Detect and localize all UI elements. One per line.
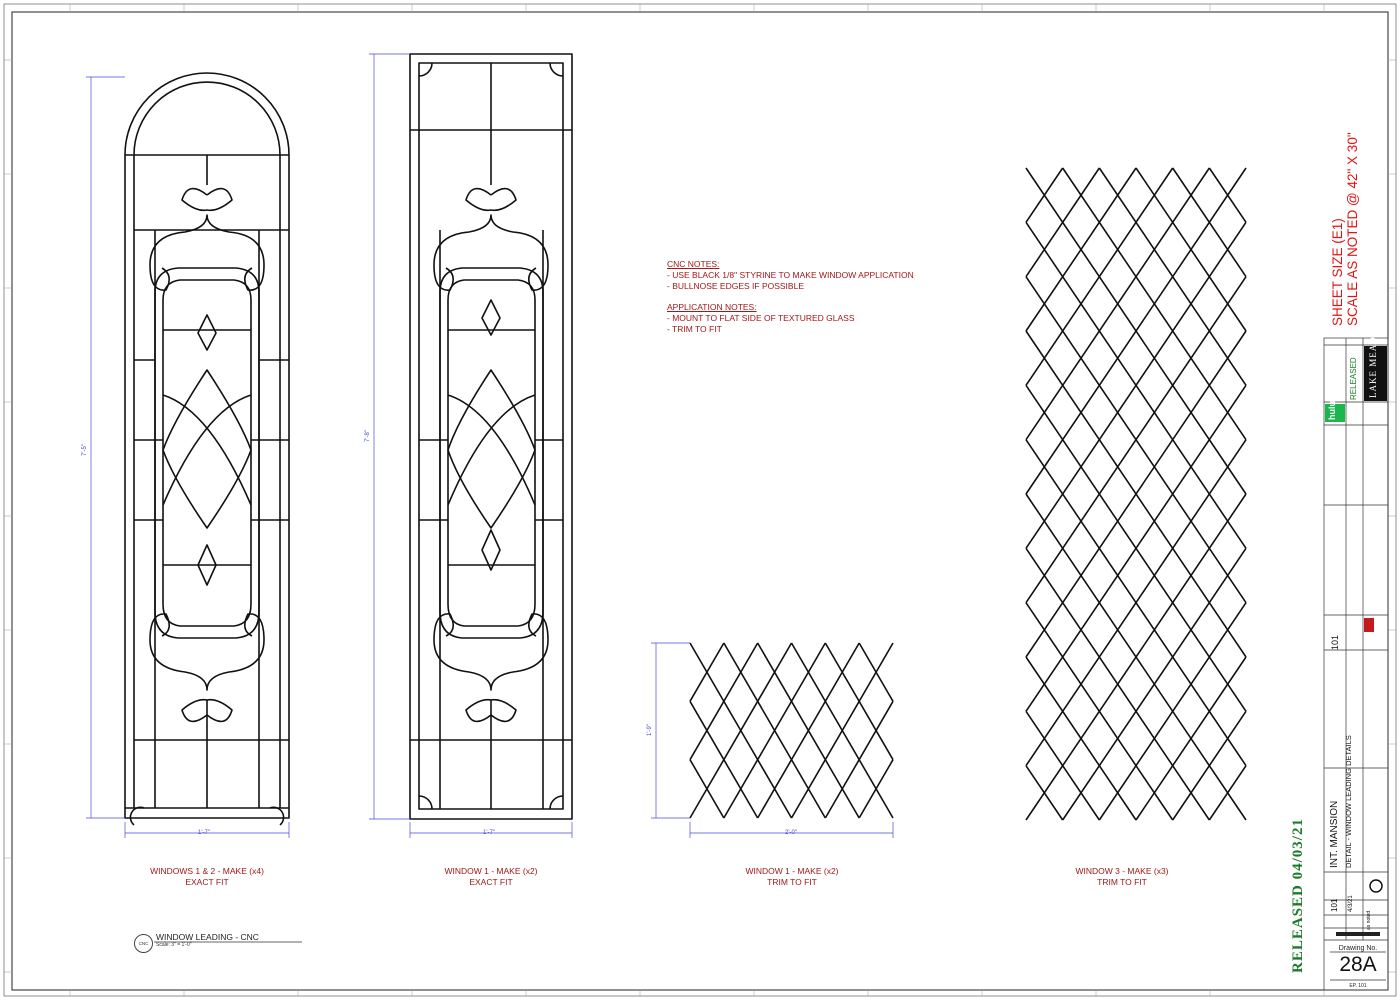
- date: 4/3/21: [1348, 895, 1354, 912]
- detail-caption: WINDOW 1 - MAKE (x2) TRIM TO FIT: [712, 866, 872, 888]
- drawing-number: 28A: [1339, 953, 1377, 976]
- detail-title: WINDOW LEADING - CNC: [156, 932, 259, 942]
- caption-line: TRIM TO FIT: [1097, 877, 1147, 887]
- application-notes: APPLICATION NOTES: - MOUNT TO FLAT SIDE …: [667, 302, 855, 335]
- detail-caption: WINDOWS 1 & 2 - MAKE (x4) EXACT FIT: [127, 866, 287, 888]
- window-c-lattice: [689, 642, 894, 819]
- width-dimension: 1'-7": [483, 830, 495, 836]
- caption-line: EXACT FIT: [185, 877, 229, 887]
- sheet-size-line: SCALE AS NOTED @ 42" X 30": [1345, 132, 1360, 326]
- caption-line: WINDOW 3 - MAKE (x3): [1075, 866, 1169, 876]
- cnc-note-line: - BULLNOSE EDGES IF POSSIBLE: [667, 281, 804, 291]
- width-dimension: 1'-7": [198, 830, 210, 836]
- window-d-lattice: [1025, 167, 1247, 821]
- window-a-leading: [124, 72, 290, 826]
- company-seal-icon: [1369, 879, 1383, 893]
- sheet-size-note: SHEET SIZE (E1) SCALE AS NOTED @ 42" X 3…: [1330, 132, 1360, 326]
- width-dimension: 2'-0": [785, 830, 797, 836]
- set-number: 101: [1330, 634, 1340, 650]
- set-number-small: 101: [1330, 898, 1339, 912]
- released-stamp: RELEASED 04/03/21: [1290, 818, 1306, 973]
- caption-line: TRIM TO FIT: [767, 877, 817, 887]
- detail-title-block: DETAIL - WINDOW LEADING DETAILS: [1344, 735, 1353, 868]
- caption-line: EXACT FIT: [469, 877, 513, 887]
- set-name: INT. MANSION: [1329, 800, 1340, 868]
- application-note-line: - TRIM TO FIT: [667, 324, 722, 334]
- window-b-leading: [409, 53, 573, 820]
- sheet-size-line: SHEET SIZE (E1): [1330, 218, 1345, 326]
- drawing-number-label: Drawing No.: [1338, 945, 1378, 952]
- studio-name: LAKE MEAD: [1368, 336, 1378, 398]
- detail-caption: WINDOW 3 - MAKE (x3) TRIM TO FIT: [1042, 866, 1202, 888]
- detail-bubble: CNC: [134, 934, 153, 953]
- height-dimension: 7'-8": [365, 430, 371, 442]
- application-notes-heading: APPLICATION NOTES:: [667, 302, 757, 312]
- application-note-line: - MOUNT TO FLAT SIDE OF TEXTURED GLASS: [667, 313, 855, 323]
- hulu-logo: [1325, 404, 1345, 422]
- scale-value: as noted: [1366, 910, 1372, 930]
- height-dimension: 1'-9": [647, 724, 653, 736]
- detail-scale: Scale: 3" = 1'-0": [156, 942, 192, 948]
- cnc-notes-heading: CNC NOTES:: [667, 259, 720, 269]
- caption-line: WINDOW 1 - MAKE (x2): [745, 866, 839, 876]
- studio-logo: [1364, 618, 1374, 632]
- brand-logo: hulu: [1327, 401, 1337, 420]
- released-label: RELEASED: [1349, 357, 1358, 400]
- caption-line: WINDOWS 1 & 2 - MAKE (x4): [150, 866, 264, 876]
- height-dimension: 7'-5": [82, 444, 88, 456]
- studio-block: [1364, 346, 1387, 401]
- cnc-note-line: - USE BLACK 1/8" STYRINE TO MAKE WINDOW …: [667, 270, 914, 280]
- detail-caption: WINDOW 1 - MAKE (x2) EXACT FIT: [411, 866, 571, 888]
- caption-line: WINDOW 1 - MAKE (x2): [444, 866, 538, 876]
- episode-label: EP. 101: [1349, 983, 1367, 989]
- cnc-notes: CNC NOTES: - USE BLACK 1/8" STYRINE TO M…: [667, 259, 914, 292]
